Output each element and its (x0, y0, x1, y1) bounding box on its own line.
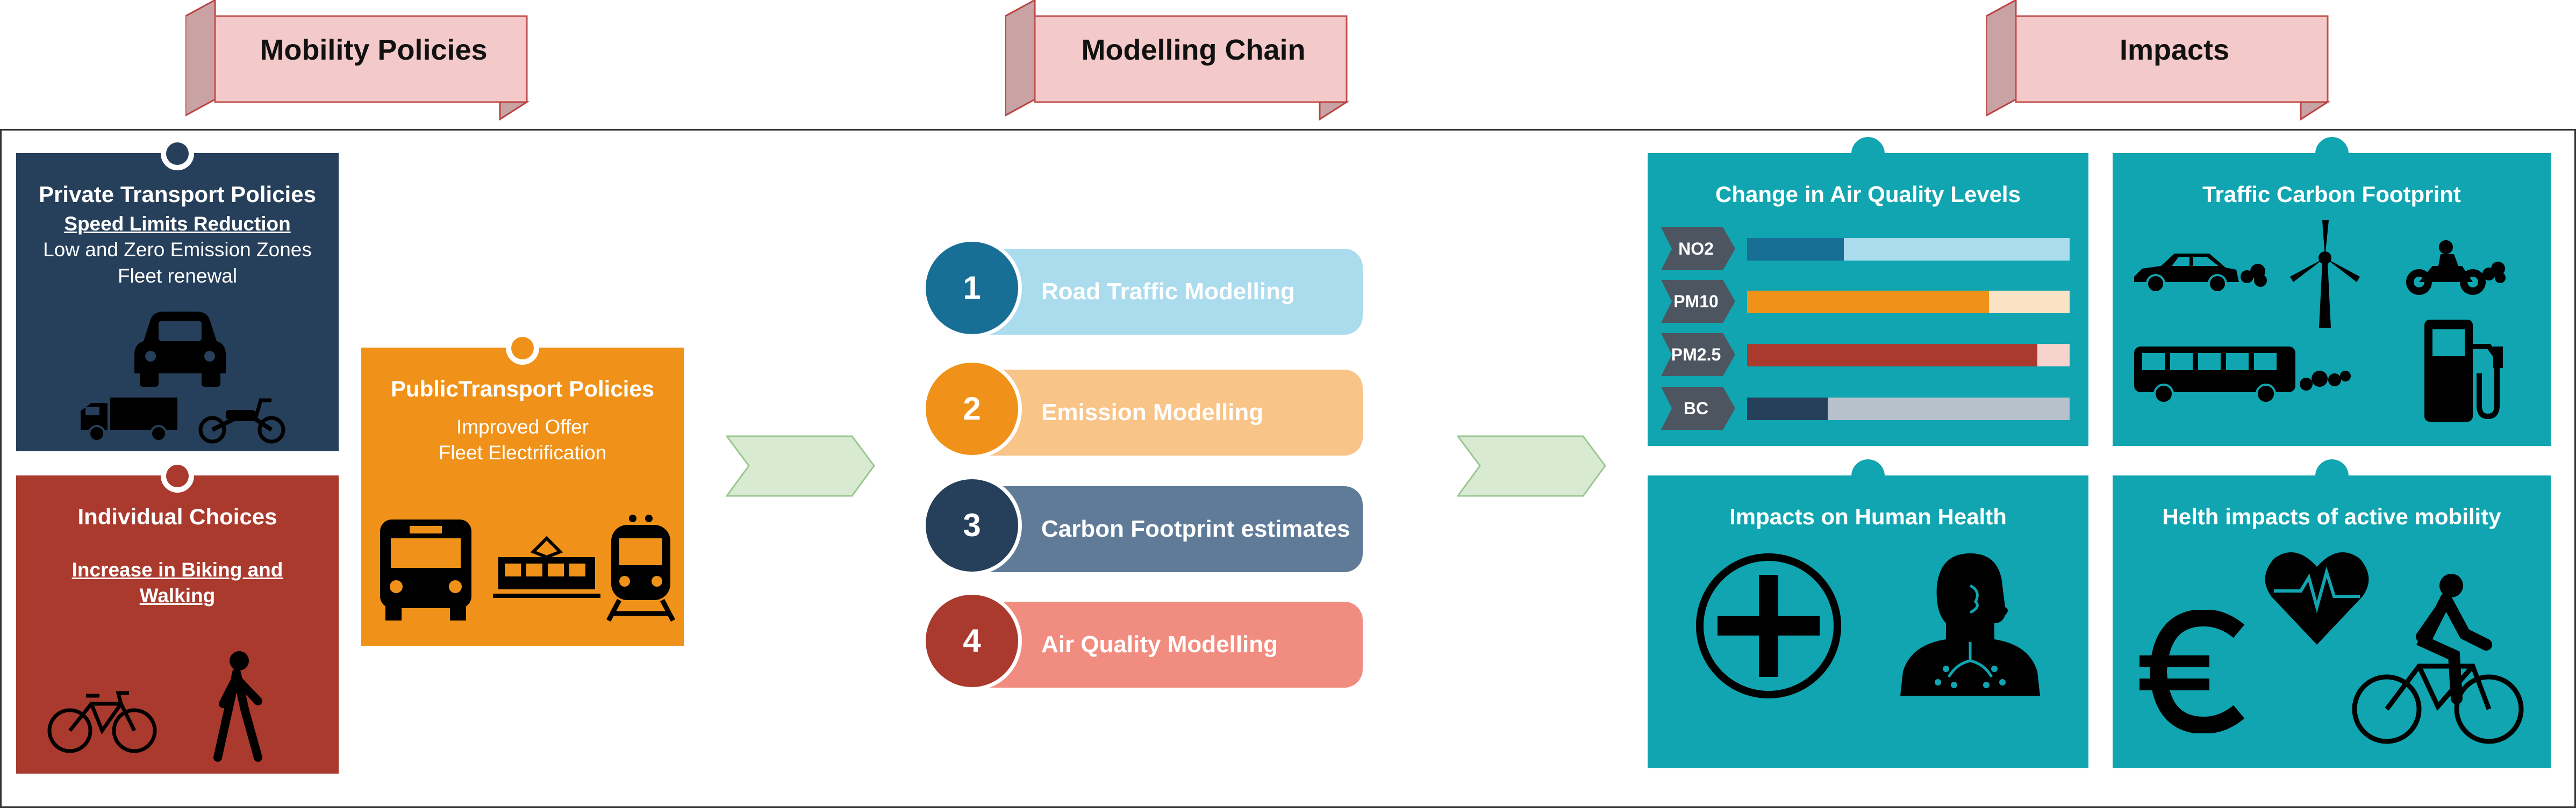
connector-dot-carbon (2315, 137, 2349, 170)
step-pill (970, 249, 1363, 335)
train-icon (606, 515, 675, 622)
pollutant-label: PM10 (1673, 292, 1719, 311)
step-label: Carbon Footprint estimates (1041, 516, 1350, 542)
step-label: Air Quality Modelling (1041, 631, 1278, 658)
motorbike-icon (2406, 240, 2506, 295)
choice-biking-walking-line2: Walking (139, 585, 216, 607)
bus-exhaust-icon (2134, 347, 2351, 404)
pollutant-tag (1661, 387, 1735, 430)
pedestrian-icon (213, 651, 262, 762)
panel-title: Impacts on Human Health (1729, 504, 2007, 529)
aq-level-fill (1747, 291, 1989, 313)
step-air-quality: 4 Air Quality Modelling (922, 591, 1363, 693)
step-pill (970, 486, 1363, 572)
step-label: Emission Modelling (1041, 399, 1264, 425)
step-number: 2 (922, 359, 1022, 459)
panel-title: Private Transport Policies (39, 182, 316, 207)
banner-mobility-policies: Mobility Policies (185, 0, 529, 129)
panel-title: Helth impacts of active mobility (2162, 504, 2501, 529)
connector-dot-private (161, 137, 194, 170)
choice-biking-walking-line1: Increase in Biking and (71, 559, 283, 581)
step-emission: 2 Emission Modelling (922, 359, 1363, 461)
car-exhaust-icon (2134, 254, 2267, 293)
aq-level-bar (1747, 291, 2070, 313)
flow-arrow-right (1457, 435, 1606, 497)
diagram-frame (0, 129, 2576, 808)
step-number: 4 (922, 591, 1022, 691)
bicycle-icon (47, 691, 157, 753)
step-label: Road Traffic Modelling (1041, 278, 1295, 305)
aq-row-pm25: PM2.5 (1661, 333, 2080, 376)
policy-improved-offer: Improved Offer (456, 416, 589, 438)
panel-title: Individual Choices (77, 504, 277, 529)
connector-dot-public (506, 331, 539, 365)
panel-private-transport: Private Transport Policies Speed Limits … (16, 153, 339, 451)
step-road-traffic: 1 Road Traffic Modelling (922, 238, 1363, 340)
connector-dot-individual (161, 459, 194, 493)
banner-impacts-label: Impacts (2119, 34, 2230, 66)
scooter-icon (198, 398, 285, 444)
pollutant-label: PM2.5 (1671, 345, 1721, 364)
aq-row-pm10: PM10 (1661, 280, 2080, 323)
pollutant-tag (1661, 227, 1735, 270)
panel-title: Change in Air Quality Levels (1715, 182, 2021, 207)
aq-row-no2: NO2 (1661, 227, 2080, 270)
panel-individual-choices: Individual Choices Increase in Biking an… (16, 475, 339, 774)
car-icon (134, 312, 226, 387)
panel-human-health: Impacts on Human Health (1648, 475, 2088, 768)
aq-level-fill (1747, 344, 2037, 366)
cyclist-icon (2352, 574, 2524, 744)
truck-icon (81, 398, 177, 442)
panel-title: Traffic Carbon Footprint (2202, 182, 2461, 207)
step-pill (970, 370, 1363, 456)
aq-level-bar (1747, 398, 2070, 420)
step-number: 1 (922, 238, 1022, 338)
pollutant-tag (1661, 280, 1735, 323)
policy-fleet-electrification: Fleet Electrification (438, 442, 607, 464)
euro-icon (2139, 610, 2245, 733)
step-number: 3 (922, 475, 1022, 575)
policy-fleet-renewal: Fleet renewal (117, 264, 238, 287)
aq-level-bar (1747, 344, 2070, 366)
panel-public-transport: PublicTransport Policies Improved Offer … (361, 348, 684, 646)
aq-level-fill (1747, 398, 1828, 420)
banner-ribbon-shape (185, 0, 529, 121)
connector-dot-air-quality (1851, 137, 1885, 170)
wind-turbine-icon (2290, 220, 2360, 328)
tram-icon (493, 536, 600, 598)
medical-cross-icon (1696, 553, 1841, 698)
panel-carbon-footprint: Traffic Carbon Footprint (2113, 153, 2551, 446)
pollutant-label: NO2 (1678, 239, 1714, 258)
step-carbon-footprint: 3 Carbon Footprint estimates (922, 475, 1363, 578)
policy-speed-limits: Speed Limits Reduction (64, 213, 291, 235)
fuel-pump-icon (2424, 320, 2503, 422)
panel-active-mobility: Helth impacts of active mobility (2113, 475, 2551, 768)
pollutant-label: BC (1683, 399, 1709, 418)
banner-mobility-label: Mobility Policies (260, 34, 488, 66)
banner-ribbon-shape (1005, 0, 1349, 121)
aq-level-bar (1747, 238, 2070, 261)
bus-icon (380, 520, 471, 621)
connector-dot-health (1851, 459, 1885, 493)
pollutant-tag (1661, 333, 1735, 376)
heartbeat-icon (2265, 552, 2369, 645)
flow-arrow-left (726, 435, 875, 497)
connector-dot-active (2315, 459, 2349, 493)
banner-modelling-label: Modelling Chain (1081, 34, 1306, 66)
step-pill (970, 602, 1363, 688)
panel-title: PublicTransport Policies (390, 376, 655, 401)
lungs-icon (1900, 553, 2040, 696)
banner-ribbon-shape (1986, 0, 2330, 121)
aq-level-fill (1747, 238, 1844, 261)
banner-modelling-chain: Modelling Chain (1005, 0, 1349, 129)
policy-emission-zones: Low and Zero Emission Zones (43, 239, 312, 261)
aq-row-bc: BC (1661, 387, 2080, 430)
banner-impacts: Impacts (1986, 0, 2330, 129)
